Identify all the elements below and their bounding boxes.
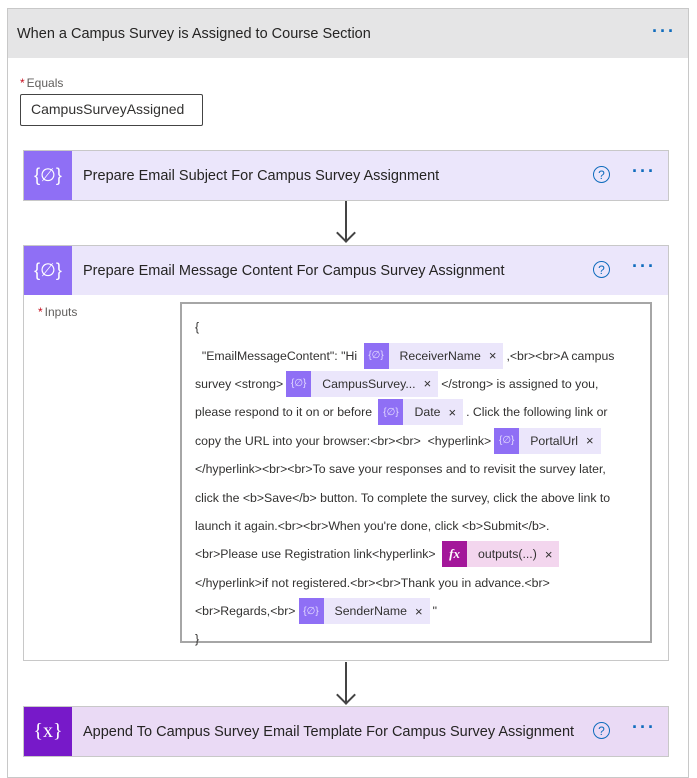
token-label: PortalUrl <box>530 433 579 448</box>
variable-icon: {∅} <box>298 598 324 625</box>
inputs-label: *Inputs <box>38 305 77 319</box>
card-title: Prepare Email Message Content For Campus… <box>83 262 505 279</box>
card-title: Prepare Email Subject For Campus Survey … <box>83 167 440 184</box>
inputs-text: launch it again.<br><br>When you're done… <box>195 518 550 533</box>
inputs-text: ,<br><br>A campus <box>506 348 615 363</box>
inputs-line: please respond to it on or before {∅} Dat… <box>195 398 650 426</box>
token-receivername[interactable]: {∅} ReceiverName × <box>363 342 504 369</box>
remove-token-icon[interactable]: × <box>414 603 423 619</box>
token-sendername[interactable]: {∅} SenderName × <box>298 598 430 625</box>
inputs-label-text: Inputs <box>44 305 78 319</box>
inputs-line: { <box>195 313 650 341</box>
inputs-line: click the <b>Save</b> button. To complet… <box>195 483 650 511</box>
inputs-text: please respond to it on or before <box>195 405 376 420</box>
inputs-text: </hyperlink><br><br>To save your respons… <box>195 462 606 477</box>
inputs-text: click the <b>Save</b> button. To complet… <box>195 490 611 505</box>
variable-x-icon: {x} <box>24 707 72 756</box>
scope-more-icon[interactable]: ··· <box>652 21 676 41</box>
inputs-line: copy the URL into your browser:<br><br> … <box>195 427 650 455</box>
card-title: Append To Campus Survey Email Template F… <box>83 723 575 740</box>
inputs-line: </hyperlink><br><br>To save your respons… <box>195 455 650 483</box>
token-label: ReceiverName <box>399 348 481 363</box>
inputs-text: <br>Regards,<br> <box>195 604 296 619</box>
inputs-line: survey <strong>{∅} CampusSurvey... × </stro… <box>195 370 650 398</box>
inputs-text: "EmailMessageContent": "Hi <box>195 348 361 363</box>
help-icon[interactable]: ? <box>593 722 610 739</box>
token-portalurl[interactable]: {∅} PortalUrl × <box>494 427 601 454</box>
inputs-text: { <box>195 320 200 335</box>
inputs-line: <br>Please use Registration link<hyperli… <box>195 540 650 568</box>
remove-token-icon[interactable]: × <box>544 546 553 562</box>
equals-label: *Equals <box>20 76 63 90</box>
function-icon: fx <box>442 541 468 568</box>
inputs-line: "EmailMessageContent": "Hi {∅} ReceiverNa… <box>195 341 650 369</box>
inputs-text: </strong> is assigned to you, <box>441 376 599 391</box>
token-date[interactable]: {∅} Date × <box>378 399 464 426</box>
help-icon[interactable]: ? <box>593 166 610 183</box>
inputs-text: copy the URL into your browser:<br><br> … <box>195 433 492 448</box>
required-marker: * <box>38 305 43 319</box>
card-prepare-email-subject[interactable]: {∅} Prepare Email Subject For Campus Sur… <box>23 150 669 201</box>
inputs-line: <br>Regards,<br>{∅} SenderName × " <box>195 597 650 625</box>
inputs-line: } <box>195 625 650 653</box>
card-append-email-template[interactable]: {x} Append To Campus Survey Email Templa… <box>23 706 669 757</box>
token-label: SenderName <box>334 604 407 619</box>
token-label: outputs(...) <box>478 547 537 562</box>
equals-input[interactable]: CampusSurveyAssigned <box>20 94 203 126</box>
remove-token-icon[interactable]: × <box>586 433 594 449</box>
token-label: Date <box>414 405 441 420</box>
token-campussurvey[interactable]: {∅} CampusSurvey... × <box>286 370 439 397</box>
inputs-text: </hyperlink>if not registered.<br><br>Th… <box>195 575 550 590</box>
card-header[interactable]: {∅} Prepare Email Message Content For Ca… <box>24 246 668 295</box>
remove-token-icon[interactable]: × <box>423 376 432 392</box>
remove-token-icon[interactable]: × <box>448 404 457 420</box>
scope-header[interactable]: When a Campus Survey is Assigned to Cour… <box>8 9 688 58</box>
more-icon[interactable]: ··· <box>632 717 656 737</box>
variable-icon: {∅} <box>378 399 404 426</box>
connector-arrow <box>345 201 347 241</box>
inputs-line: </hyperlink>if not registered.<br><br>Th… <box>195 569 650 597</box>
remove-token-icon[interactable]: × <box>488 348 497 364</box>
variable-icon: {∅} <box>494 427 520 454</box>
more-icon[interactable]: ··· <box>632 161 656 181</box>
token-label: CampusSurvey... <box>322 376 416 391</box>
token-outputs[interactable]: fx outputs(...) × <box>442 541 560 568</box>
variable-icon: {∅} <box>286 370 312 397</box>
inputs-text: " <box>432 604 437 619</box>
inputs-editor[interactable]: { "EmailMessageContent": "Hi {∅} Receiver… <box>180 302 652 646</box>
inputs-line: launch it again.<br><br>When you're done… <box>195 512 650 540</box>
variable-icon: {∅} <box>24 246 72 295</box>
help-icon[interactable]: ? <box>593 261 610 278</box>
scope-title: When a Campus Survey is Assigned to Cour… <box>17 25 371 42</box>
required-marker: * <box>20 76 25 90</box>
connector-arrow <box>345 662 347 702</box>
equals-label-text: Equals <box>26 76 64 90</box>
variable-icon: {∅} <box>363 342 389 369</box>
inputs-text: survey <strong> <box>195 376 284 391</box>
more-icon[interactable]: ··· <box>632 256 656 276</box>
variable-icon: {∅} <box>24 151 72 200</box>
inputs-text: . Click the following link or <box>466 405 608 420</box>
inputs-text: } <box>195 632 200 647</box>
inputs-text: <br>Please use Registration link<hyperli… <box>195 547 440 562</box>
